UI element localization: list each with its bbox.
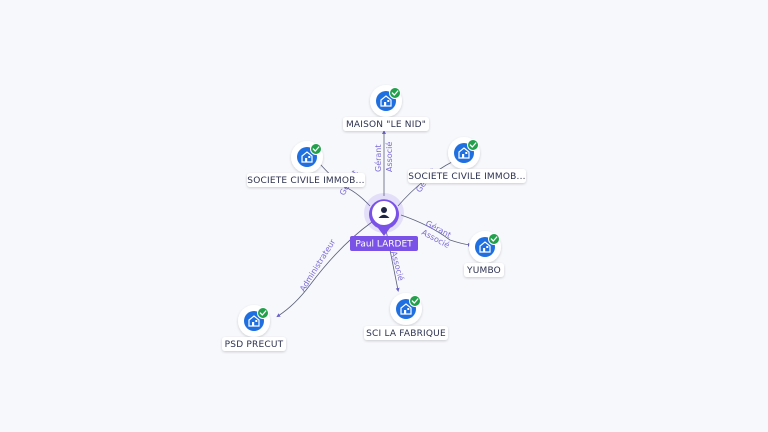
company-node[interactable]: SOCIETE CIVILE IMMOB...	[247, 141, 365, 187]
edge-label-psd-administrateur: Administrateur	[298, 237, 338, 293]
company-label-bg	[247, 173, 365, 187]
check-icon	[257, 307, 269, 319]
company-label-bg	[222, 337, 286, 351]
edge-yumbo[interactable]	[400, 214, 472, 247]
nodes-layer: MAISON "LE NID" SOCIETE CIVILE IMMOB... SO…	[222, 85, 526, 351]
company-node[interactable]: SCI LA FABRIQUE	[364, 293, 448, 340]
edge-psd-precut[interactable]	[276, 221, 373, 318]
check-icon	[310, 143, 322, 155]
company-label: YUMBO	[466, 266, 501, 276]
person-icon	[378, 207, 390, 218]
company-node[interactable]: PSD PRECUT	[222, 305, 286, 351]
center-person-node[interactable]: Paul LARDET	[350, 193, 418, 251]
center-label-bg	[350, 236, 418, 251]
company-label: SOCIETE CIVILE IMMOB...	[247, 176, 364, 186]
center-label: Paul LARDET	[355, 240, 413, 250]
check-icon	[409, 295, 421, 307]
company-label: SOCIETE CIVILE IMMOB...	[408, 172, 525, 182]
company-label-bg	[464, 263, 504, 277]
edge-label-maison-gerant: Gérant	[373, 144, 383, 172]
check-icon	[488, 233, 500, 245]
edge-label-maison-associe: Associé	[384, 142, 394, 172]
company-label-bg	[343, 117, 429, 131]
company-node[interactable]: SOCIETE CIVILE IMMOB...	[408, 137, 526, 183]
check-icon	[389, 87, 401, 99]
company-label-bg	[408, 169, 526, 183]
company-node[interactable]: MAISON "LE NID"	[343, 85, 429, 131]
company-label: MAISON "LE NID"	[346, 120, 426, 130]
company-label-bg	[364, 326, 448, 340]
edge-sci-la-fabrique[interactable]	[385, 229, 400, 292]
check-icon	[467, 139, 479, 151]
company-label: PSD PRECUT	[225, 340, 284, 350]
company-label: SCI LA FABRIQUE	[366, 329, 446, 339]
company-node[interactable]: YUMBO	[464, 231, 504, 277]
edge-label-sci-associe: Associé	[389, 250, 407, 282]
